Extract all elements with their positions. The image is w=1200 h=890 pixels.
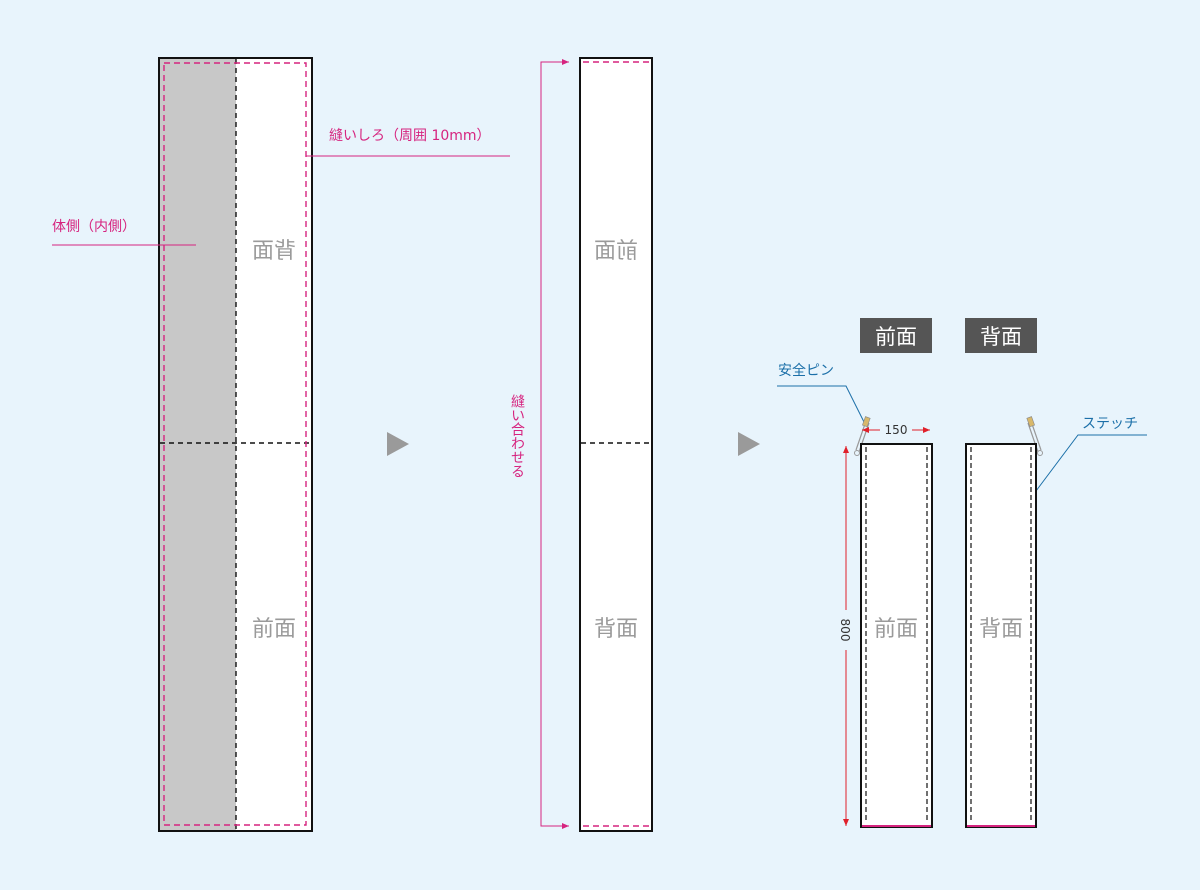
step-arrow-2 xyxy=(738,432,760,456)
safety-pin-annotation: 安全ピン xyxy=(777,362,866,425)
sew-together-annotation: 縫い合わせる xyxy=(509,59,569,829)
finished-back-panel: 背面 xyxy=(965,443,1037,828)
height-value: 800 xyxy=(838,619,852,642)
safety-pin-label: 安全ピン xyxy=(778,362,834,379)
step-arrow-1 xyxy=(387,432,409,456)
tag-front-box xyxy=(860,318,932,353)
height-dimension: 800 xyxy=(838,446,852,826)
seam-allowance-annotation: 縫いしろ（周囲 10mm） xyxy=(306,128,510,157)
front-label-mirrored: 前面 xyxy=(594,239,638,264)
width-value: 150 xyxy=(885,423,908,437)
stitch-leader xyxy=(1032,434,1147,496)
tag-back: 背面 xyxy=(965,318,1037,353)
tag-front-label: 前面 xyxy=(875,325,917,349)
tag-back-label: 背面 xyxy=(980,325,1022,349)
safety-pin-leader xyxy=(777,385,866,425)
finished-back-label: 背面 xyxy=(979,617,1023,642)
inner-side-label: 体側（内側） xyxy=(52,219,136,235)
stitch-annotation: ステッチ xyxy=(1032,416,1147,496)
width-dimension: 150 xyxy=(862,423,930,437)
tag-front: 前面 xyxy=(860,318,932,353)
finished-front-panel: 前面 xyxy=(860,443,933,828)
step2-outline xyxy=(579,57,653,832)
back-label-mirrored: 背面 xyxy=(252,239,296,264)
inner-side-annotation: 体側（内側） xyxy=(52,219,196,246)
finished-front-label: 前面 xyxy=(874,617,918,642)
stitch-label: ステッチ xyxy=(1082,416,1138,432)
seam-allowance-label: 縫いしろ（周囲 10mm） xyxy=(329,128,491,144)
finished-front-outline xyxy=(860,443,933,828)
tag-back-box xyxy=(965,318,1037,353)
step2-back-label: 背面 xyxy=(594,617,638,642)
step2-strip: 前面 背面 xyxy=(579,57,653,832)
front-label: 前面 xyxy=(252,617,296,642)
sew-bracket xyxy=(540,61,568,827)
inner-side-area xyxy=(160,59,236,830)
step1-strip: 背面 前面 xyxy=(158,57,313,832)
seam-allowance-line xyxy=(163,62,307,826)
sew-together-label: 縫い合わせる xyxy=(509,394,525,478)
